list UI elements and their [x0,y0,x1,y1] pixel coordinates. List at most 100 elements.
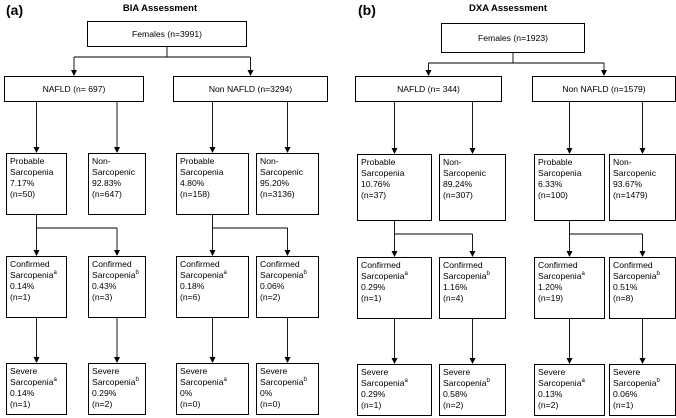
non-sarcopenic-box-line: (n=3136) [260,189,295,199]
probable-sarcopenia-box-line: Sarcopenia [538,168,582,178]
panel-title: BIA Assessment [122,3,198,14]
confirmed-sarcopenia-a-box-line: 1.20% [538,282,563,292]
group-box: Non NAFLD (n=1579) [532,76,676,102]
footnote-marker: a [581,378,585,385]
non-sarcopenic-box-line: Non- [613,157,632,167]
confirmed-sarcopenia-b-box-line: 0.51% [613,282,638,292]
severe-sarcopenia-b-box-line: Sarcopeniab [443,378,490,388]
severe-sarcopenia-a-box-line: Sarcopeniaa [10,377,57,387]
non-sarcopenic-box-line: Sarcopenic [260,167,303,177]
confirmed-sarcopenia-a-box-line: 0.29% [361,282,386,292]
confirmed-sarcopenia-b-box-line: Sarcopeniab [92,270,139,280]
confirmed-sarcopenia-b-box-line: (n=8) [613,293,634,303]
confirmed-sarcopenia-b-box-line: Sarcopeniab [260,270,307,280]
severe-sarcopenia-a-box-line: Severe [361,367,389,377]
footnote-marker: a [53,270,57,277]
group-box-text: Non NAFLD (n=1579) [562,83,646,94]
probable-sarcopenia-box-line: 6.33% [538,179,563,189]
footnote-marker: a [223,270,227,277]
confirmed-sarcopenia-a-box-line: (n=1) [361,293,382,303]
non-sarcopenic-box-line: 92.83% [92,178,122,188]
severe-sarcopenia-b-box-line: (n=0) [260,399,281,409]
footnote-marker: b [135,377,139,384]
severe-sarcopenia-a-box-line: 0.13% [538,389,563,399]
severe-sarcopenia-a-box-line: Sarcopeniaa [361,378,408,388]
probable-sarcopenia-box-line: (n=158) [180,189,210,199]
severe-sarcopenia-b-box-line: Severe [260,366,288,376]
probable-sarcopenia-box-line: Sarcopenia [180,167,224,177]
severe-sarcopenia-a-box-line: 0.29% [361,389,386,399]
non-sarcopenic-box-line: Sarcopenic [92,167,135,177]
probable-sarcopenia-box-line: Probable [538,157,573,167]
footnote-marker: b [303,377,307,384]
probable-sarcopenia-box-line: (n=37) [361,190,387,200]
severe-sarcopenia-a-box-line: (n=0) [180,399,201,409]
severe-sarcopenia-a-box-line: 0% [180,388,193,398]
root-box-text: Females (n=3991) [132,28,202,39]
footnote-marker: a [581,271,585,278]
severe-sarcopenia-a-box-line: Severe [180,366,208,376]
confirmed-sarcopenia-b-box-line: 0.43% [92,281,117,291]
severe-sarcopenia-b-box-line: (n=1) [613,400,634,410]
severe-sarcopenia-a-box-line: Sarcopeniaa [180,377,227,387]
footnote-marker: a [223,377,227,384]
confirmed-sarcopenia-b-box-line: Confirmed [443,260,483,270]
confirmed-sarcopenia-a-box-line: (n=19) [538,293,564,303]
root-box-text: Females (n=1923) [478,32,548,43]
confirmed-sarcopenia-a-box-line: Confirmed [180,259,220,269]
non-sarcopenic-box-line: (n=307) [443,190,473,200]
non-sarcopenic-box-line: Non- [92,156,111,166]
non-sarcopenic-box-line: Sarcopenic [613,168,656,178]
probable-sarcopenia-box-line: Probable [361,157,396,167]
confirmed-sarcopenia-a-box-line: 0.18% [180,281,205,291]
footnote-marker: a [404,378,408,385]
probable-sarcopenia-box-line: 7.17% [10,178,35,188]
severe-sarcopenia-b-box-line: Severe [92,366,120,376]
severe-sarcopenia-b-box-line: (n=2) [92,399,113,409]
confirmed-sarcopenia-a-box-line: Sarcopeniaa [180,270,227,280]
non-sarcopenic-box-line: Sarcopenic [443,168,486,178]
footnote-marker: b [135,270,139,277]
confirmed-sarcopenia-a-box-line: Confirmed [361,260,401,270]
panel-title: DXA Assessment [469,3,547,14]
confirmed-sarcopenia-b-box-line: (n=2) [260,292,281,302]
group-box: NAFLD (n= 344) [355,76,502,102]
confirmed-sarcopenia-b-box-line: Sarcopeniab [443,271,490,281]
confirmed-sarcopenia-a-box-line: 0.14% [10,281,35,291]
group-box: Non NAFLD (n=3294) [173,76,328,102]
confirmed-sarcopenia-a-box-line: Sarcopeniaa [10,270,57,280]
panel-label: (a) [6,2,24,18]
probable-sarcopenia-box-line: Sarcopenia [361,168,405,178]
group-box: NAFLD (n= 697) [4,76,144,102]
